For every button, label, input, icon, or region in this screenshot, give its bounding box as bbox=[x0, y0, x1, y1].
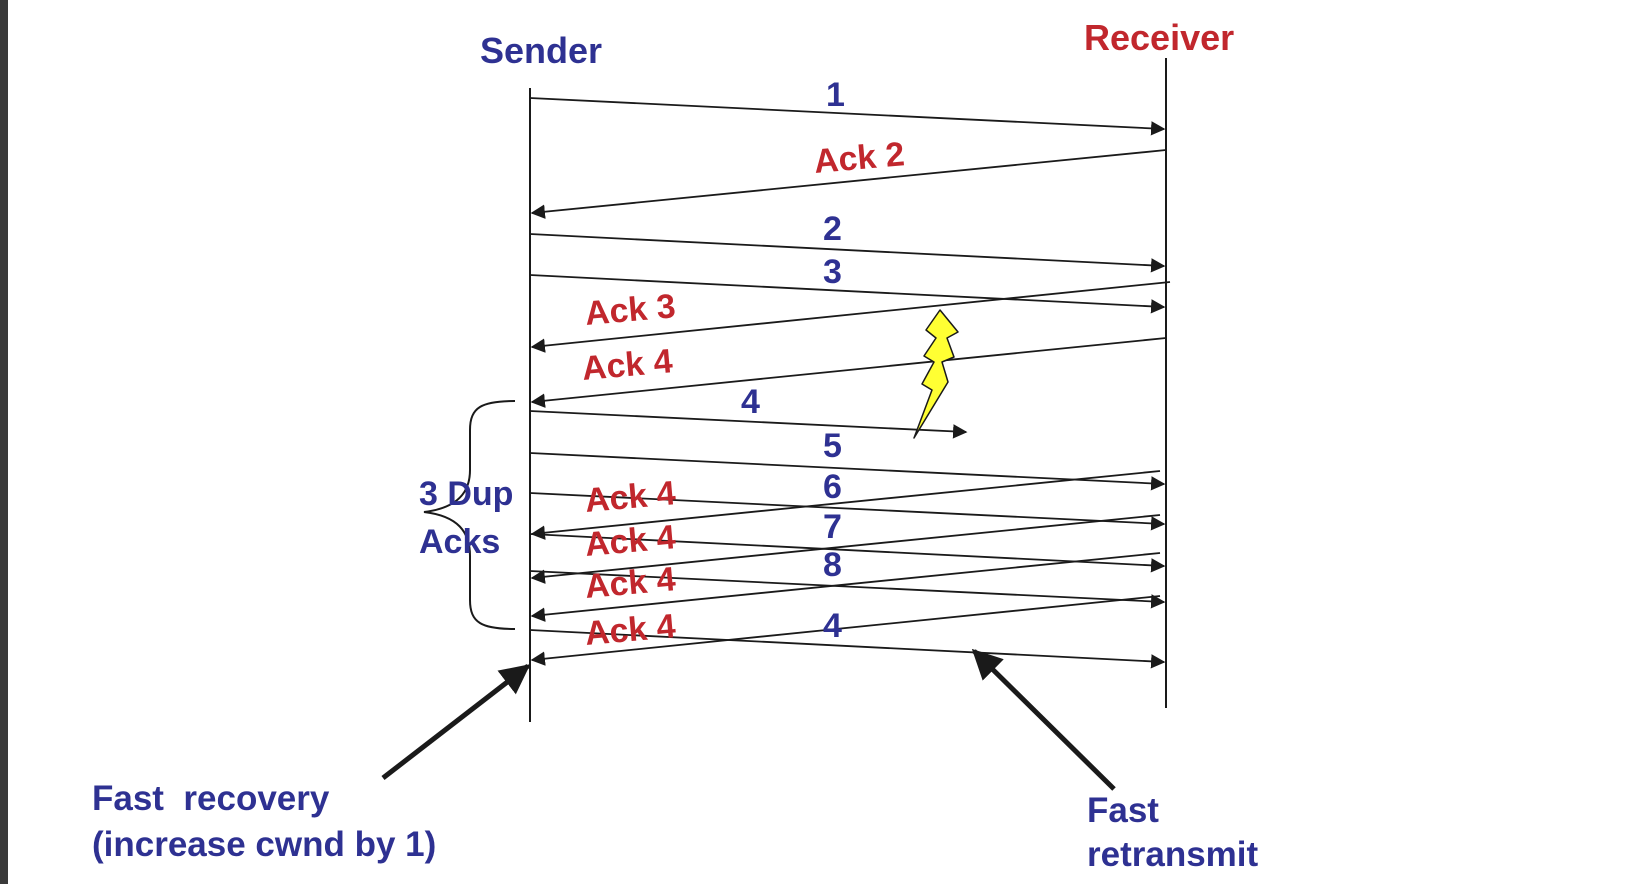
window-edge bbox=[0, 0, 8, 884]
fast-recovery-label-line2: (increase cwnd by 1) bbox=[92, 825, 436, 864]
ack-4-dup1-arrow bbox=[530, 470, 1161, 540]
segment-3-arrow bbox=[529, 274, 1166, 314]
segment-6-arrow bbox=[529, 492, 1166, 531]
segment-4-lost-arrow bbox=[529, 410, 968, 439]
fast-recovery-label-line1: Fast recovery bbox=[92, 779, 330, 818]
sender-label: Sender bbox=[480, 30, 602, 71]
ack-4-first-arrow bbox=[530, 337, 1167, 408]
segment-7-arrow bbox=[529, 533, 1166, 573]
dup-acks-label-line2: Acks bbox=[419, 523, 500, 561]
ack-4-after-retransmit-arrow bbox=[530, 595, 1161, 666]
ack-4-after-retransmit-label: Ack 4 bbox=[583, 607, 677, 653]
segment-4-retransmit-label: 4 bbox=[823, 607, 842, 645]
segment-2-label: 2 bbox=[823, 210, 842, 248]
segment-6-label: 6 bbox=[823, 468, 842, 506]
ack-4-first-label: Ack 4 bbox=[580, 342, 674, 388]
fast-retransmit-label-line2: retransmit bbox=[1087, 835, 1259, 874]
receiver-label: Receiver bbox=[1084, 17, 1234, 58]
ack-4-dup1-label: Ack 4 bbox=[583, 474, 677, 520]
fast-recovery-pointer-arrow bbox=[381, 664, 531, 780]
fast-retransmit-pointer-arrow bbox=[971, 648, 1116, 791]
segment-8-label: 8 bbox=[823, 546, 842, 584]
segment-2-arrow bbox=[529, 233, 1166, 273]
segment-1-label: 1 bbox=[826, 76, 845, 114]
dup-acks-label-line1: 3 Dup bbox=[419, 475, 513, 513]
segment-5-label: 5 bbox=[823, 427, 842, 465]
ack-4-dup2-arrow bbox=[530, 514, 1161, 584]
segment-7-label: 7 bbox=[823, 508, 842, 546]
ack-3-arrow bbox=[530, 281, 1171, 353]
ack-2-arrow bbox=[530, 149, 1167, 219]
segment-4-retransmit-arrow bbox=[529, 629, 1166, 669]
ack-4-dup3-arrow bbox=[530, 552, 1161, 622]
ack-2-label: Ack 2 bbox=[812, 135, 906, 181]
ack-4-dup2-label: Ack 4 bbox=[583, 518, 677, 564]
segment-3-label: 3 bbox=[823, 253, 842, 291]
segment-8-arrow bbox=[529, 570, 1166, 609]
segment-4-label: 4 bbox=[741, 383, 760, 421]
ack-3-label: Ack 3 bbox=[583, 287, 677, 333]
lightning-bolt-icon bbox=[913, 309, 959, 439]
ack-4-dup3-label: Ack 4 bbox=[583, 560, 677, 606]
segment-1-arrow bbox=[529, 97, 1166, 136]
dup-acks-brace bbox=[423, 400, 516, 630]
fast-retransmit-label-line1: Fast bbox=[1087, 791, 1159, 830]
segment-5-arrow bbox=[529, 452, 1166, 491]
